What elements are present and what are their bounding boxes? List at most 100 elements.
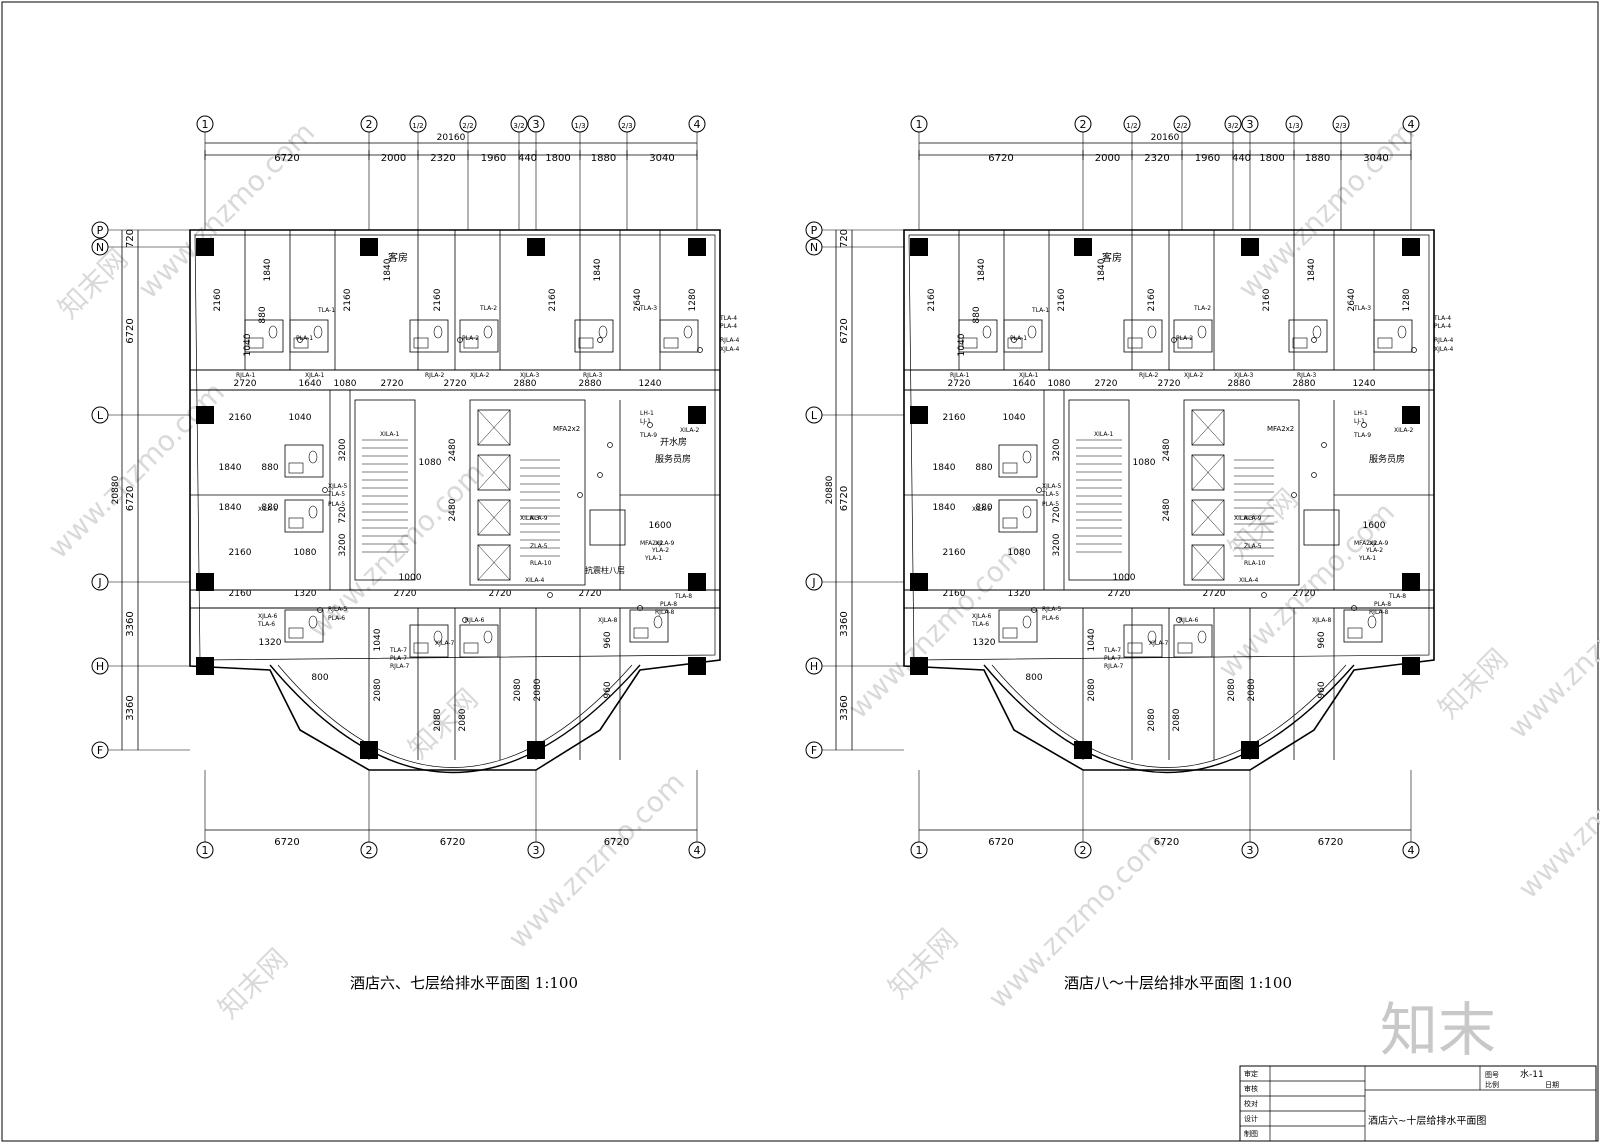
structural-column xyxy=(1074,238,1092,256)
pipe-tag: XILA-3 xyxy=(520,515,539,522)
pipe-tag: TLA-5 xyxy=(1041,491,1059,498)
dim-inner: 960 xyxy=(603,631,613,648)
toilet xyxy=(1367,615,1377,629)
dim-top: 3040 xyxy=(649,153,674,164)
dim-inner: 2080 xyxy=(433,708,443,731)
pipe-tag: RLA-9 xyxy=(1244,515,1262,522)
dim-inner: 800 xyxy=(311,673,328,683)
pipe-tag: TLA-7 xyxy=(389,647,407,654)
pipe-tag: LH-1 xyxy=(640,410,654,417)
toilet xyxy=(268,325,278,339)
dim-top: 2320 xyxy=(430,153,455,164)
dim-left: 720 xyxy=(125,229,136,248)
pipe-riser xyxy=(1361,422,1367,428)
elevator-x xyxy=(1191,544,1225,581)
bathtub xyxy=(1177,337,1193,349)
dim-left: 3360 xyxy=(125,611,136,636)
bathroom-fixture xyxy=(998,609,1038,643)
pipe-riser xyxy=(322,487,328,493)
dim-inner: 1320 xyxy=(973,638,996,648)
pipe-tag: RJLA-7 xyxy=(1104,663,1124,670)
bathtub xyxy=(1002,517,1018,529)
pipe-riser xyxy=(1351,605,1357,611)
pipe-tag: RJLA-6 xyxy=(465,617,485,624)
pipe-tag: XILA-2 xyxy=(680,427,699,434)
bathtub xyxy=(962,337,978,349)
pipe-tag: XJLA-2 xyxy=(1184,372,1203,379)
pipe-tag: YLA-2 xyxy=(651,547,669,554)
drawing-no: 水-11 xyxy=(1520,1068,1544,1080)
pipe-tag: TLA-4 xyxy=(719,315,737,322)
dim-inner: 1040 xyxy=(289,413,312,423)
room-label: 服务员房 xyxy=(655,453,691,465)
dim-inner: 2720 xyxy=(1095,379,1118,389)
toilet xyxy=(1022,615,1032,629)
toilet xyxy=(483,325,493,339)
pipe-tag: XILA-5 xyxy=(972,506,991,513)
dim-inner: 2720 xyxy=(579,589,602,599)
structural-column xyxy=(196,238,214,256)
dim-left: 3360 xyxy=(839,611,850,636)
dim-inner: 880 xyxy=(975,503,992,513)
dim-inner: 2720 xyxy=(948,379,971,389)
dim-inner: 1840 xyxy=(219,503,242,513)
pipe-riser xyxy=(597,472,603,478)
pipe-tag: RJLA-7 xyxy=(390,663,410,670)
axis-label-bottom: 4 xyxy=(1408,844,1415,857)
axis-label-left: J xyxy=(811,576,815,589)
dim-inner: 1040 xyxy=(1087,628,1097,651)
dim-inner: 1840 xyxy=(593,258,603,281)
equipment-tag: MFA2x2 xyxy=(1267,425,1294,433)
elevator-shaft xyxy=(1191,454,1225,491)
room-label: 客房 xyxy=(1102,251,1122,264)
elevator-x xyxy=(477,454,511,491)
pipe-tag: RJLA-2 xyxy=(425,372,445,379)
dim-inner: 2080 xyxy=(1247,678,1257,701)
curved-wall-inner xyxy=(991,664,1347,768)
elevator-x xyxy=(477,409,511,446)
bathroom-fixture xyxy=(958,319,998,353)
pipe-tag: XJLA-8 xyxy=(598,617,617,624)
dim-inner: 2880 xyxy=(514,379,537,389)
pipe-tag: XJLA-5 xyxy=(328,483,347,490)
toilet xyxy=(653,615,663,629)
dim-left: 3360 xyxy=(125,695,136,720)
pipe-tag: PLA-5 xyxy=(1042,501,1059,508)
pipe-tag: XJLA-1 xyxy=(305,372,324,379)
axis-label-top: 3 xyxy=(1247,118,1254,131)
pipe-tag: XJLA-6 xyxy=(258,613,277,620)
structural-column xyxy=(360,238,378,256)
dim-inner: 1840 xyxy=(1307,258,1317,281)
bathtub xyxy=(1127,337,1143,349)
dim-inner: 2160 xyxy=(943,548,966,558)
title-block-row-label: 设计 xyxy=(1244,1114,1258,1123)
title-block-frame xyxy=(1239,1065,1597,1142)
axis-label-bottom: 2 xyxy=(1080,844,1087,857)
bathtub xyxy=(1002,627,1018,639)
bathtub xyxy=(1127,642,1143,654)
dim-inner: 1000 xyxy=(399,573,422,583)
pipe-riser xyxy=(547,592,553,598)
toilet xyxy=(1022,505,1032,519)
pipe-tag: RJLA-1 xyxy=(950,372,970,379)
axis-label-top: 2 xyxy=(366,118,373,131)
pipe-tag: PLA-2 xyxy=(1176,335,1193,342)
stair-core xyxy=(354,399,416,581)
elevator-x xyxy=(477,499,511,536)
dim-left: 6720 xyxy=(839,486,850,511)
axis-bubble-bottom xyxy=(527,841,545,859)
dim-inner: 1240 xyxy=(1353,379,1376,389)
bathroom-fixture xyxy=(1373,319,1413,353)
pipe-riser xyxy=(462,617,468,623)
toilet xyxy=(433,630,443,644)
axis-label-bottom: 1 xyxy=(202,844,209,857)
dim-inner: 3200 xyxy=(338,438,348,461)
structural-column xyxy=(910,238,928,256)
pipe-riser xyxy=(1311,337,1317,343)
pipe-riser xyxy=(1261,592,1267,598)
toilet xyxy=(683,325,693,339)
pipe-tag: RJLA-4 xyxy=(720,337,740,344)
dim-inner: 2160 xyxy=(548,288,558,311)
axis-label-left: P xyxy=(811,224,818,237)
